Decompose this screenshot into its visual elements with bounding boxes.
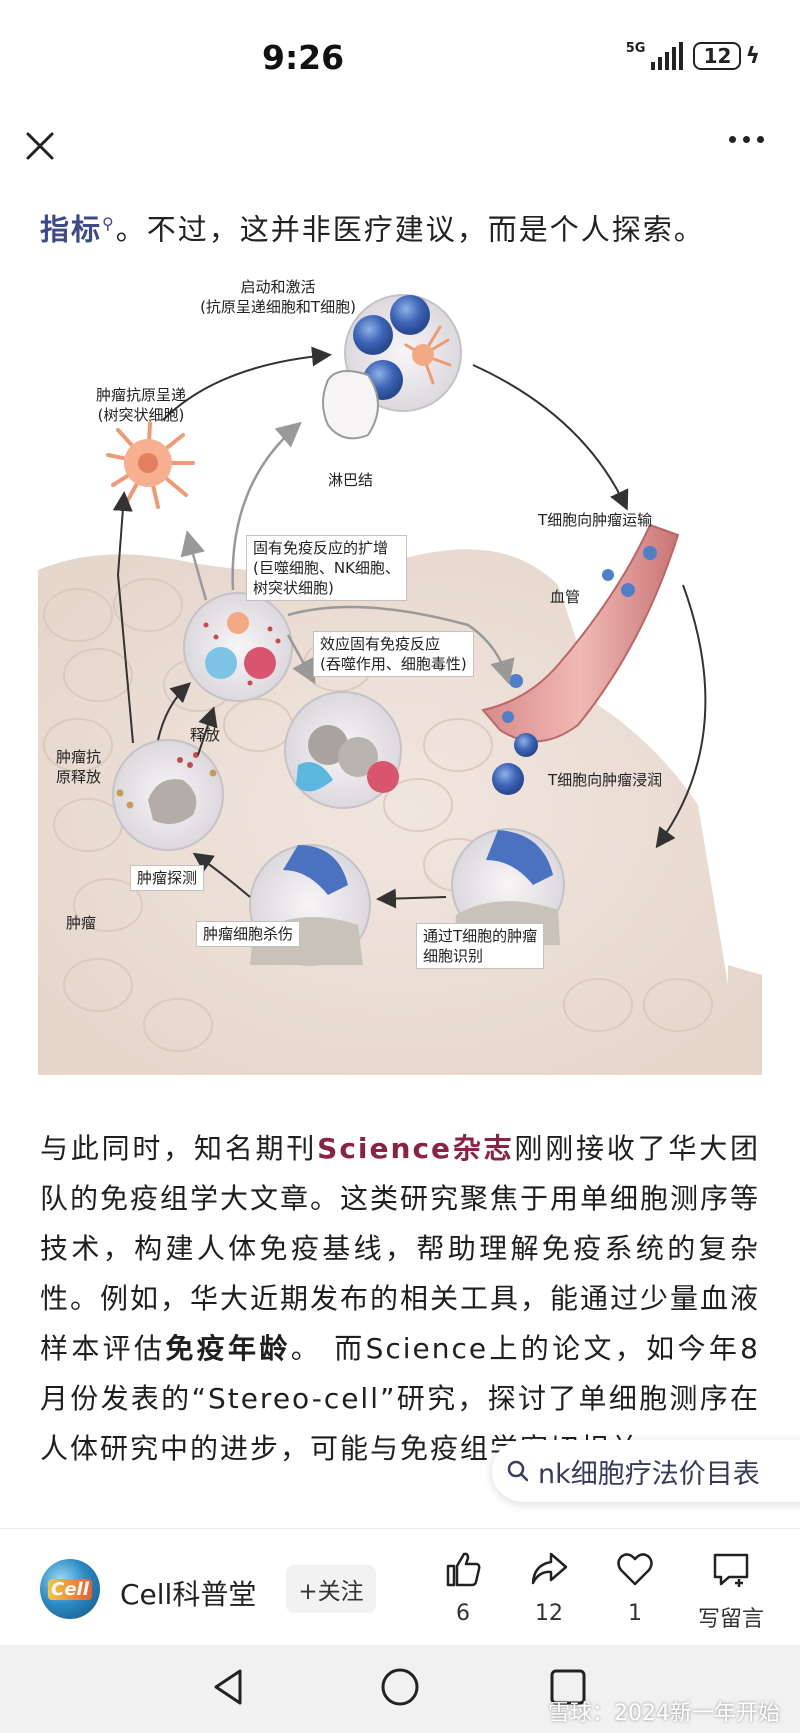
keyword-link[interactable]: 指标 [40, 212, 103, 247]
article-paragraph: 与此同时，知名期刊Science杂志刚刚接收了华大团队的免疫组学大文章。这类研究… [40, 1124, 760, 1474]
avatar[interactable]: Cell [40, 1559, 100, 1619]
home-circle-icon [381, 1668, 419, 1706]
battery-level: 12 [703, 44, 732, 68]
back-triangle-icon [214, 1669, 242, 1705]
label-t-cell-transport: T细胞向肿瘤运输 [538, 511, 653, 529]
charging-icon: ϟ [745, 43, 760, 69]
search-suggestion-text: nk细胞疗法价目表 [538, 1458, 760, 1490]
label-activation: 启动和激活 (抗原呈递细胞和T细胞) [200, 278, 356, 316]
author-name[interactable]: Cell科普堂 [120, 1578, 257, 1611]
label-tumor: 肿瘤 [66, 914, 97, 932]
label-effector-innate: 效应固有免疫反应 (吞噬作用、细胞毒性) [313, 631, 474, 677]
like-button[interactable]: 6 [423, 1549, 503, 1626]
status-bar: 9:26 5G 12 ϟ [0, 0, 800, 118]
like-count: 6 [456, 1601, 470, 1626]
search-icon: ⚲ [102, 214, 116, 233]
article-text-top: 指标⚲。不过，这并非医疗建议，而是个人探索。 [40, 202, 760, 252]
label-lymph-node: 淋巴结 [328, 471, 374, 489]
label-tumor-killing: 肿瘤细胞杀伤 [196, 921, 301, 947]
label-innate-expansion: 固有免疫反应的扩增 (巨噬细胞、NK细胞、 树突状细胞) [246, 535, 407, 601]
share-count: 12 [535, 1601, 563, 1626]
status-icons: 5G 12 ϟ [626, 42, 760, 70]
home-button[interactable] [380, 1667, 420, 1711]
share-icon [531, 1552, 568, 1585]
label-blood-vessel: 血管 [550, 588, 581, 606]
avatar-text: Cell [48, 1578, 92, 1600]
system-nav-bar: 雪球：2024新一年开始 [0, 1645, 800, 1733]
share-button[interactable]: 12 [509, 1549, 589, 1626]
comment-label: 写留言 [697, 1607, 764, 1632]
favorite-count: 1 [628, 1601, 642, 1626]
comment-icon [713, 1553, 749, 1587]
immune-cycle-figure: 启动和激活 (抗原呈递细胞和T细胞) 肿瘤抗原呈递 (树突状细胞) 淋巴结 T细… [38, 278, 762, 1075]
text-span: 与此同时，知名期刊 [40, 1132, 318, 1165]
label-antigen-release: 肿瘤抗 原释放 [56, 748, 102, 786]
favorite-button[interactable]: 1 [595, 1549, 675, 1626]
recents-button[interactable] [548, 1667, 588, 1711]
battery-icon: 12 ϟ [693, 42, 760, 70]
label-t-cell-infiltration: T细胞向肿瘤浸润 [548, 771, 663, 789]
text-span: 刚刚接收了华大团队的免疫组学大文章。这类研究聚焦于用单细胞测序等技术，构建人体免… [40, 1132, 761, 1365]
more-button[interactable] [729, 136, 764, 143]
label-tumor-detection: 肿瘤探测 [130, 865, 205, 891]
heart-icon [617, 1553, 653, 1586]
comment-button[interactable]: 写留言 [681, 1549, 781, 1633]
back-button[interactable] [210, 1667, 246, 1711]
label-release: 释放 [190, 726, 221, 744]
search-icon [507, 1460, 529, 1482]
text-span: 。不过，这并非医疗建议，而是个人探索。 [115, 212, 705, 247]
keyword-link[interactable]: Science杂志 [317, 1132, 515, 1165]
more-icon [729, 136, 736, 143]
close-icon [26, 132, 54, 160]
search-suggestion[interactable]: nk细胞疗法价目表 [492, 1440, 800, 1502]
label-antigen-presentation: 肿瘤抗原呈递 (树突状细胞) [95, 386, 186, 424]
bottom-action-bar: Cell Cell科普堂 +关注 6 12 1 写留言 [0, 1528, 800, 1644]
label-t-cell-recognition: 通过T细胞的肿瘤 细胞识别 [416, 923, 545, 969]
status-time: 9:26 [262, 38, 345, 77]
bold-text: 免疫年龄 [165, 1332, 291, 1365]
watermark: 雪球：2024新一年开始 [548, 1701, 780, 1726]
thumbs-up-icon [446, 1552, 481, 1587]
close-button[interactable] [22, 128, 58, 164]
top-bar [0, 118, 800, 198]
signal-icon: 5G [626, 42, 684, 70]
follow-button[interactable]: +关注 [286, 1565, 376, 1613]
network-type: 5G [625, 41, 646, 56]
recents-square-icon [550, 1669, 586, 1705]
